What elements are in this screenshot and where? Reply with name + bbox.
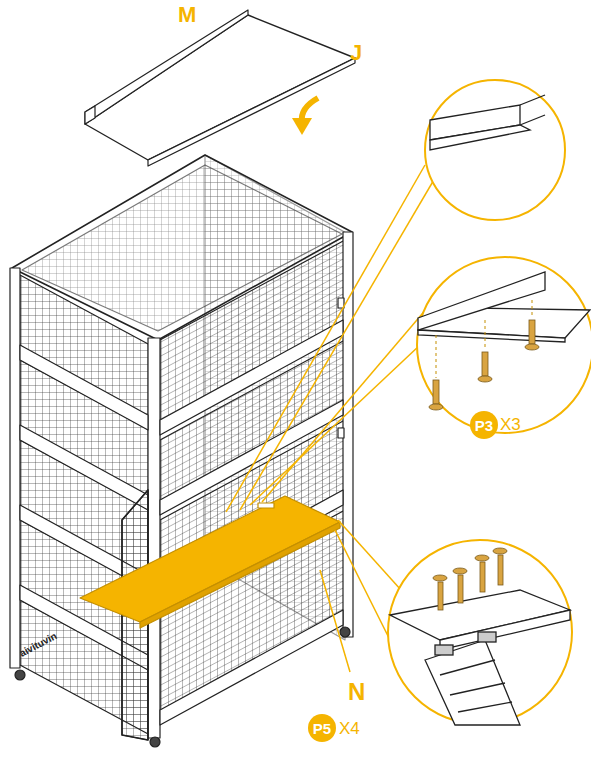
quantity: X3: [500, 416, 521, 433]
part-code-circle: P5: [308, 714, 336, 742]
part-letter: J: [350, 42, 362, 64]
part-letter: M: [178, 4, 196, 26]
part-code: P3: [475, 418, 493, 433]
quantity: X4: [339, 720, 360, 737]
part-code-circle: P3: [470, 411, 498, 439]
part-code: P5: [313, 721, 331, 736]
part-letter: N: [348, 680, 365, 704]
